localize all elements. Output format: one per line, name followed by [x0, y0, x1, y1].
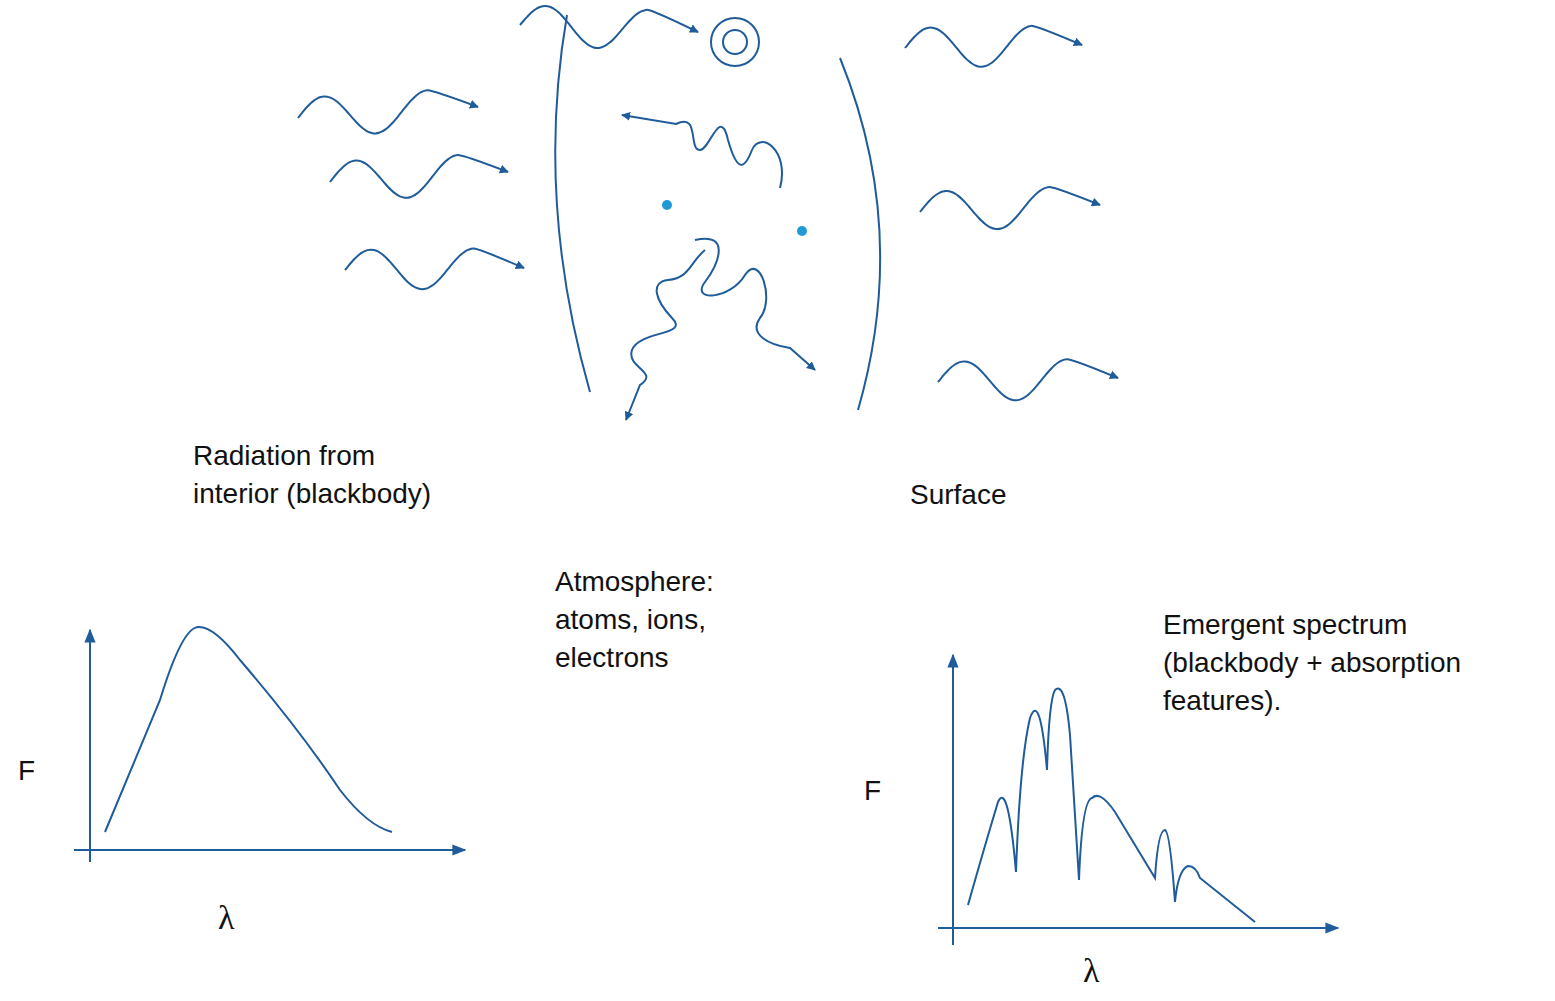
random-walk-photon: [626, 250, 705, 420]
scattered-photon: [622, 115, 782, 188]
blackbody-curve: [105, 627, 392, 832]
radiation-wave: [520, 6, 698, 48]
atmosphere-inner-boundary: [555, 15, 590, 392]
axis: [938, 927, 1338, 929]
radiation-wave: [298, 90, 478, 133]
radiation-wave: [920, 187, 1100, 229]
axis-label: λ: [1083, 948, 1113, 994]
axis: [952, 655, 954, 945]
radiation-wave: [905, 26, 1082, 67]
caption-label: Radiation from interior (blackbody): [193, 437, 433, 513]
ion-dot: [662, 200, 672, 210]
ion-dot: [797, 226, 807, 236]
axis: [89, 630, 91, 862]
axis-label: F: [18, 752, 48, 790]
atom-inner: [723, 30, 747, 54]
axis: [74, 849, 465, 851]
caption-label: Surface: [910, 476, 1070, 514]
caption-label: Emergent spectrum (blackbody + absorptio…: [1163, 606, 1543, 720]
radiation-wave: [345, 249, 524, 290]
caption-label: Atmosphere: atoms, ions, electrons: [555, 563, 755, 677]
axis-label: F: [864, 772, 894, 810]
spectrum-curve: [968, 688, 1255, 922]
radiation-wave: [330, 155, 508, 198]
axis-label: λ: [218, 895, 248, 941]
atmosphere-outer-boundary: [840, 58, 880, 410]
random-walk-photon: [695, 239, 815, 370]
atom-outer: [711, 18, 759, 66]
radiation-wave: [938, 359, 1118, 400]
